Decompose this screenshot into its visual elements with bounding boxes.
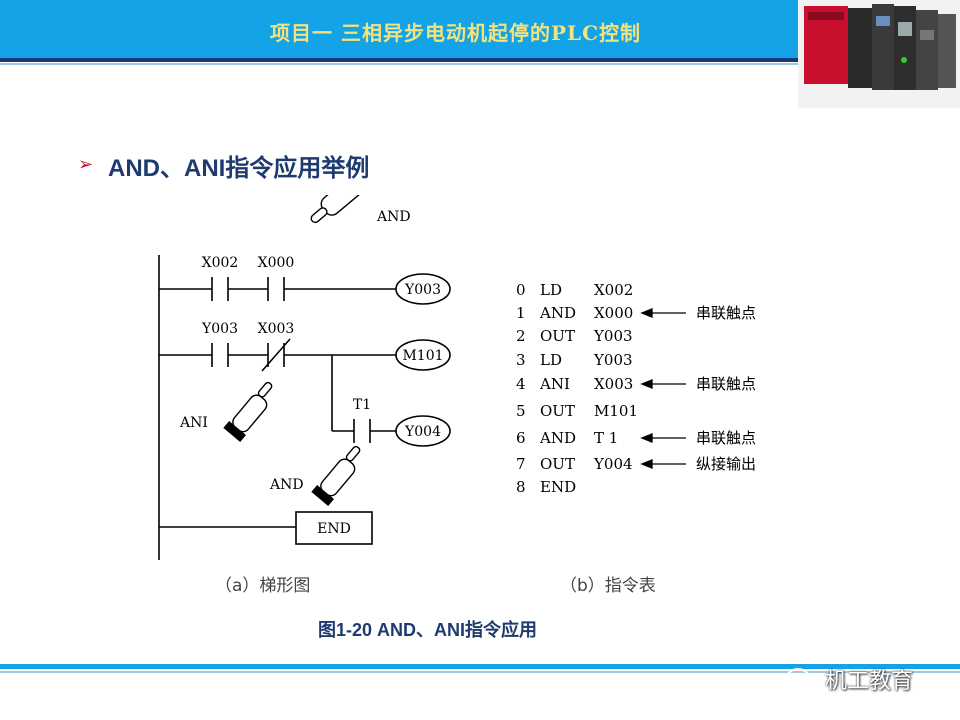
instruction-operand: X000 (594, 304, 633, 322)
instruction-op: OUT (540, 402, 575, 420)
chat-bubble-icon (786, 668, 818, 689)
figure-caption: 图1-20 AND、ANI指令应用 (318, 620, 538, 640)
output-coil-label: Y003 (404, 282, 441, 298)
instruction-operand: X002 (594, 281, 633, 299)
arrow-head (640, 459, 653, 469)
instruction-step: 1 (516, 304, 526, 322)
pointer-label: AND (376, 209, 411, 225)
arrow-head (640, 433, 653, 443)
contact-label: Y003 (201, 321, 238, 337)
instruction-op: LD (540, 351, 562, 369)
contact-label: X003 (258, 321, 295, 337)
caption-ladder: （a）梯形图 (215, 576, 311, 596)
instruction-op: LD (540, 281, 562, 299)
header-divider-light (0, 63, 800, 65)
instruction-op: OUT (540, 455, 575, 473)
arrow-head (640, 308, 653, 318)
instruction-step: 5 (516, 402, 526, 420)
instruction-op: END (540, 478, 576, 496)
instruction-operand: Y003 (593, 327, 633, 345)
ladder-labels: X002 X000 Y003 X003 T1 Y003 M101 Y004 EN… (201, 255, 444, 537)
plc-device-image (798, 0, 960, 108)
watermark: 机工教育 (785, 662, 955, 696)
contact-label: X002 (202, 255, 239, 271)
instruction-note: 串联触点 (696, 304, 756, 322)
ladder-and-instruction-figure: X002 X000 Y003 X003 T1 Y003 M101 Y004 EN… (158, 195, 756, 560)
section-heading: AND、ANI指令应用举例 (108, 155, 370, 182)
slide-title: 项目一 三相异步电动机起停的PLC控制 (270, 21, 641, 45)
pointer-label: AND (269, 477, 304, 493)
contact-label: T1 (353, 397, 371, 413)
instruction-step: 2 (516, 327, 526, 345)
instruction-op: ANI (539, 375, 570, 393)
instruction-operand: T 1 (594, 429, 618, 447)
footer-divider-light (0, 671, 960, 673)
contact-label: X000 (258, 255, 295, 271)
header-divider (0, 58, 800, 62)
caption-instruction-list: （b）指令表 (560, 576, 656, 596)
instruction-op: AND (539, 304, 576, 322)
pointing-hand-icon (311, 445, 361, 506)
instruction-operand: X003 (594, 375, 633, 393)
instruction-note: 串联触点 (696, 429, 756, 447)
instruction-operand: Y003 (593, 351, 633, 369)
watermark-text: 机工教育 (825, 669, 914, 694)
pointer-label: ANI (179, 415, 208, 431)
instruction-operand: M101 (594, 402, 638, 420)
instruction-step: 0 (516, 281, 526, 299)
annotation-arrows (640, 308, 686, 469)
instruction-step: 6 (516, 429, 526, 447)
instruction-op: OUT (540, 327, 575, 345)
arrow-bullet-icon: ➢ (78, 154, 94, 175)
header-bar (0, 0, 800, 58)
instruction-step: 8 (516, 478, 526, 496)
instruction-note: 串联触点 (696, 375, 756, 393)
instruction-step: 3 (516, 351, 526, 369)
footer-divider (0, 664, 960, 669)
instruction-step: 7 (516, 455, 526, 473)
instruction-step: 4 (516, 375, 526, 393)
instruction-operand: Y004 (593, 455, 633, 473)
pointing-hand-icon (310, 195, 362, 224)
end-label: END (317, 521, 351, 537)
pointing-hand-icon (223, 381, 273, 442)
arrow-head (640, 379, 653, 389)
instruction-op: AND (539, 429, 576, 447)
instruction-note: 纵接输出 (696, 455, 756, 473)
output-coil-label: Y004 (404, 424, 441, 440)
output-coil-label: M101 (402, 348, 443, 364)
ladder-diagram (158, 255, 451, 560)
